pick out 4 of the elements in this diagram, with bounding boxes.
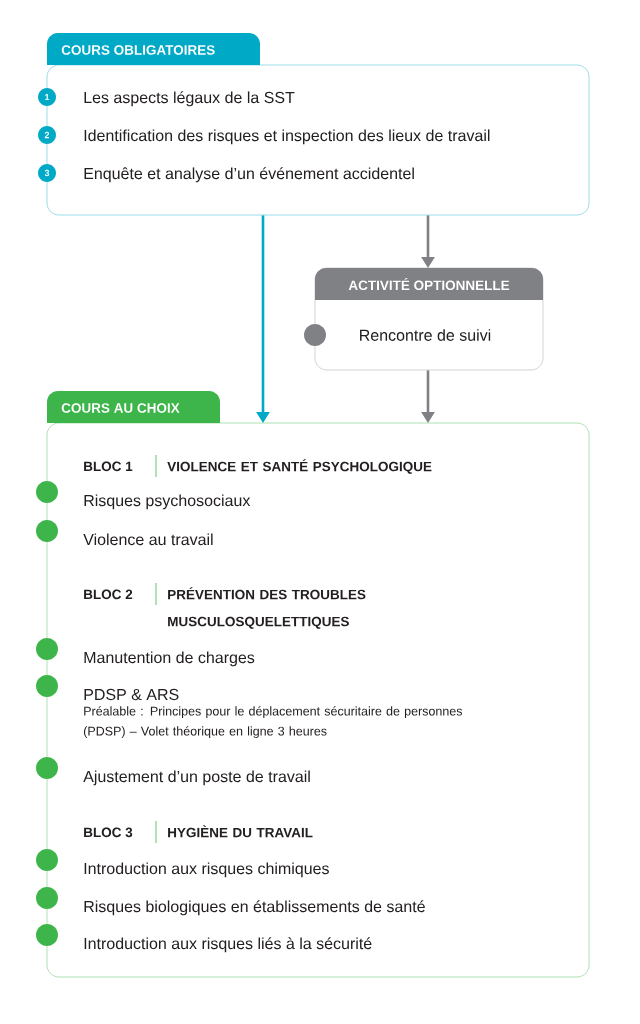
panel-heading: COURS AU CHOIX bbox=[61, 403, 180, 413]
panel-heading: ACTIVITÉ OPTIONNELLE bbox=[348, 277, 510, 291]
panel-heading: COURS OBLIGATOIRES bbox=[61, 45, 215, 55]
course-item: Rencontre de suivi bbox=[360, 329, 491, 341]
